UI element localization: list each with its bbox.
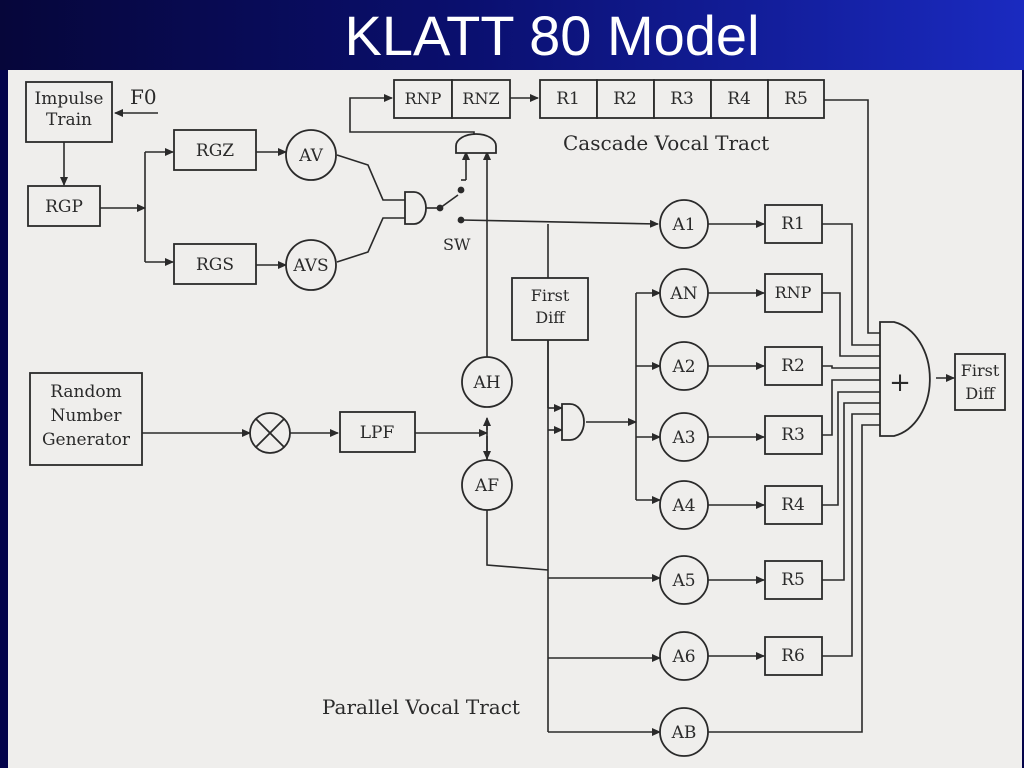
parallel-r6-box [764, 636, 823, 676]
sw-label: SW [443, 235, 471, 254]
ah-circle [461, 356, 513, 408]
a3-label: A3 [671, 428, 695, 448]
first-diff-mid-box [511, 277, 589, 341]
a2-circle [659, 341, 709, 391]
rgs-label: RGS [196, 255, 234, 275]
parallel-rnp-box [764, 273, 823, 313]
a6-label: A6 [671, 647, 695, 667]
lpf-box [339, 411, 416, 453]
first-diff-out-box [954, 353, 1006, 411]
f0-label: F0 [130, 85, 157, 109]
output-summer [879, 321, 931, 437]
cascade-r4-box [710, 79, 769, 119]
ah-label: AH [472, 373, 500, 393]
av-circle [285, 129, 337, 181]
first-diff-mid-label-line1: First [531, 286, 570, 305]
first-diff-mid-label-line2: Diff [535, 308, 566, 327]
parallel-r1-box [764, 204, 823, 244]
a5-label: A5 [671, 571, 695, 591]
voicing-and-gate [404, 191, 427, 225]
cascade-r3-label: R3 [670, 89, 694, 109]
slide-title: KLATT 80 Model [344, 4, 760, 67]
parallel-r5-box [764, 560, 823, 600]
rgp-box [27, 185, 101, 227]
cascade-r4-label: R4 [727, 89, 751, 109]
cascade-r5-box [767, 79, 825, 119]
parallel-r2-label: R2 [781, 356, 805, 376]
parallel-sum-gate [561, 403, 585, 441]
a2-label: A2 [671, 357, 695, 377]
lpf-label: LPF [360, 423, 395, 443]
cascade-r1-label: R1 [556, 89, 580, 109]
cascade-r1-box [539, 79, 598, 119]
avs-circle [285, 239, 337, 291]
switch-contact-lower [457, 216, 465, 224]
rgs-box [173, 243, 257, 285]
a4-circle [659, 480, 709, 530]
random-number-generator-box [29, 372, 143, 466]
av-label: AV [298, 146, 323, 166]
rgz-box [173, 129, 257, 171]
rng-label-line3: Generator [42, 430, 131, 450]
parallel-r4-label: R4 [781, 495, 805, 515]
rgz-label: RGZ [196, 141, 234, 161]
cascade-rnz-label: RNZ [462, 89, 499, 108]
a6-circle [659, 631, 709, 681]
cascade-rnp-box [393, 79, 453, 119]
a1-label: A1 [671, 215, 695, 235]
cascade-r2-box [596, 79, 655, 119]
parallel-r2-box [764, 346, 823, 386]
rng-label-line2: Number [50, 406, 122, 426]
rgp-label: RGP [45, 197, 83, 217]
parallel-r4-box [764, 485, 823, 525]
rng-label-line1: Random [50, 382, 122, 402]
cascade-sum-gate [455, 133, 497, 154]
cascade-r5-label: R5 [784, 89, 808, 109]
cascade-r2-label: R2 [613, 89, 637, 109]
title-bar [0, 0, 1024, 70]
avs-label: AVS [292, 256, 328, 276]
sum-symbol: + [889, 368, 911, 398]
impulse-train-box [25, 81, 113, 143]
a5-circle [659, 555, 709, 605]
switch-pivot [436, 204, 444, 212]
impulse-train-label-line2: Train [46, 110, 92, 130]
parallel-vocal-tract-label: Parallel Vocal Tract [322, 695, 520, 719]
a1-circle [659, 199, 709, 249]
parallel-r5-label: R5 [781, 570, 805, 590]
switch-contact-upper [457, 186, 465, 194]
cascade-rnz-box [451, 79, 511, 119]
a4-label: A4 [671, 496, 695, 516]
an-label: AN [669, 284, 697, 304]
first-diff-out-label-line1: First [961, 361, 1000, 380]
af-circle [461, 459, 513, 511]
parallel-r3-label: R3 [781, 425, 805, 445]
cascade-vocal-tract-label: Cascade Vocal Tract [563, 131, 769, 155]
parallel-rnp-label: RNP [775, 283, 812, 302]
a3-circle [659, 412, 709, 462]
parallel-r1-label: R1 [781, 214, 805, 234]
first-diff-out-label-line2: Diff [965, 384, 996, 403]
ab-circle [659, 707, 709, 757]
ab-label: AB [671, 723, 697, 743]
cascade-rnp-label: RNP [405, 89, 442, 108]
parallel-r6-label: R6 [781, 646, 805, 666]
af-label: AF [474, 476, 499, 496]
cascade-r3-box [653, 79, 712, 119]
an-circle [659, 268, 709, 318]
impulse-train-label-line1: Impulse [35, 89, 104, 109]
parallel-r3-box [764, 415, 823, 455]
diagram-paper [8, 70, 1022, 768]
blocks [25, 79, 1006, 757]
